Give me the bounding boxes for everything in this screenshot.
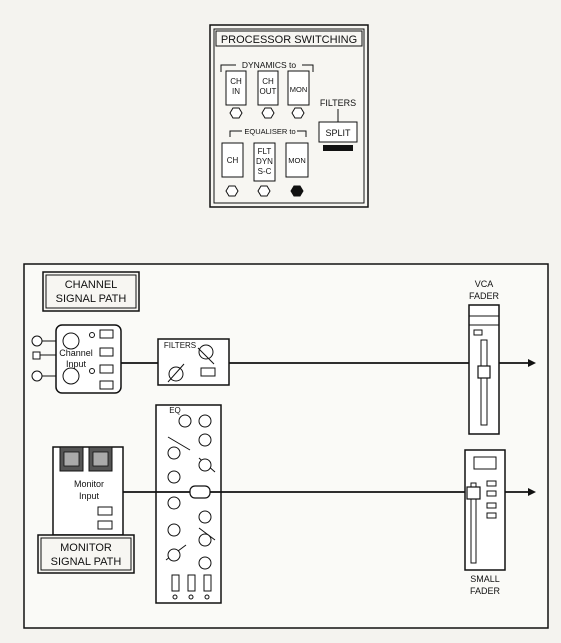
- channel-input-module: Channel Input: [31, 324, 122, 394]
- dynamics-ch-out-button[interactable]: CH OUT: [257, 70, 279, 106]
- svg-text:FLT: FLT: [258, 147, 272, 156]
- equaliser-flt-dyn-sc-button[interactable]: FLT DYN S-C: [253, 142, 276, 182]
- svg-text:CH: CH: [230, 77, 242, 86]
- svg-text:SMALL: SMALL: [470, 574, 500, 584]
- dynamics-indicator-leds: [229, 107, 305, 119]
- equaliser-ch-button[interactable]: CH: [221, 142, 244, 178]
- svg-text:CH: CH: [262, 77, 274, 86]
- channel-input-label: Channel: [59, 348, 93, 358]
- monitor-signal-path-title: MONITOR SIGNAL PATH: [37, 534, 135, 574]
- equaliser-to-label: EQUALISER to: [244, 127, 295, 136]
- dynamics-to-label: DYNAMICS to: [242, 60, 297, 70]
- svg-text:SIGNAL PATH: SIGNAL PATH: [56, 293, 127, 305]
- svg-text:FADER: FADER: [469, 291, 500, 301]
- svg-text:MONITOR: MONITOR: [60, 542, 112, 554]
- svg-text:CHANNEL: CHANNEL: [65, 279, 118, 291]
- svg-text:MON: MON: [290, 85, 308, 94]
- channel-filters-label: FILTERS: [164, 341, 196, 350]
- channel-output-arrow: [528, 359, 536, 367]
- svg-text:MON: MON: [288, 156, 306, 165]
- svg-text:DYN: DYN: [256, 157, 273, 166]
- svg-text:IN: IN: [232, 87, 240, 96]
- signal-path-panel: CHANNEL SIGNAL PATH Channel Input: [23, 263, 549, 629]
- small-fader: SMALL FADER: [464, 449, 506, 596]
- channel-signal-path-title: CHANNEL SIGNAL PATH: [42, 271, 140, 312]
- svg-text:CH: CH: [227, 156, 239, 165]
- small-fader-knob[interactable]: [466, 486, 481, 500]
- svg-text:SIGNAL PATH: SIGNAL PATH: [51, 556, 122, 568]
- dynamics-mon-button[interactable]: MON: [287, 70, 310, 106]
- monitor-output-arrow: [528, 488, 536, 496]
- equaliser-mon-button[interactable]: MON: [285, 142, 309, 178]
- split-active-indicator: [323, 145, 353, 151]
- svg-text:FADER: FADER: [470, 586, 501, 596]
- dynamics-ch-in-button[interactable]: CH IN: [225, 70, 247, 106]
- vca-fader: VCA FADER: [468, 279, 500, 435]
- monitor-input-label: Monitor: [74, 479, 104, 489]
- eq-module: EQ: [155, 404, 222, 604]
- processor-switching-title: PROCESSOR SWITCHING: [221, 34, 357, 46]
- svg-text:Input: Input: [79, 491, 100, 501]
- svg-text:S-C: S-C: [258, 167, 272, 176]
- equaliser-indicator-leds: [225, 185, 304, 197]
- monitor-input-module: Monitor Input: [52, 446, 124, 536]
- eq-label: EQ: [169, 406, 181, 415]
- processor-switching-panel: PROCESSOR SWITCHING DYNAMICS to CH IN CH…: [209, 24, 369, 208]
- vca-fader-knob[interactable]: [477, 365, 491, 379]
- filters-module: FILTERS: [157, 338, 230, 386]
- svg-text:Input: Input: [66, 359, 87, 369]
- filters-label: FILTERS: [320, 98, 356, 108]
- svg-text:VCA: VCA: [475, 279, 494, 289]
- svg-text:OUT: OUT: [260, 87, 277, 96]
- svg-text:SPLIT: SPLIT: [325, 128, 351, 138]
- filters-split-button[interactable]: SPLIT: [318, 121, 358, 143]
- eq-insert-switch: [189, 485, 211, 499]
